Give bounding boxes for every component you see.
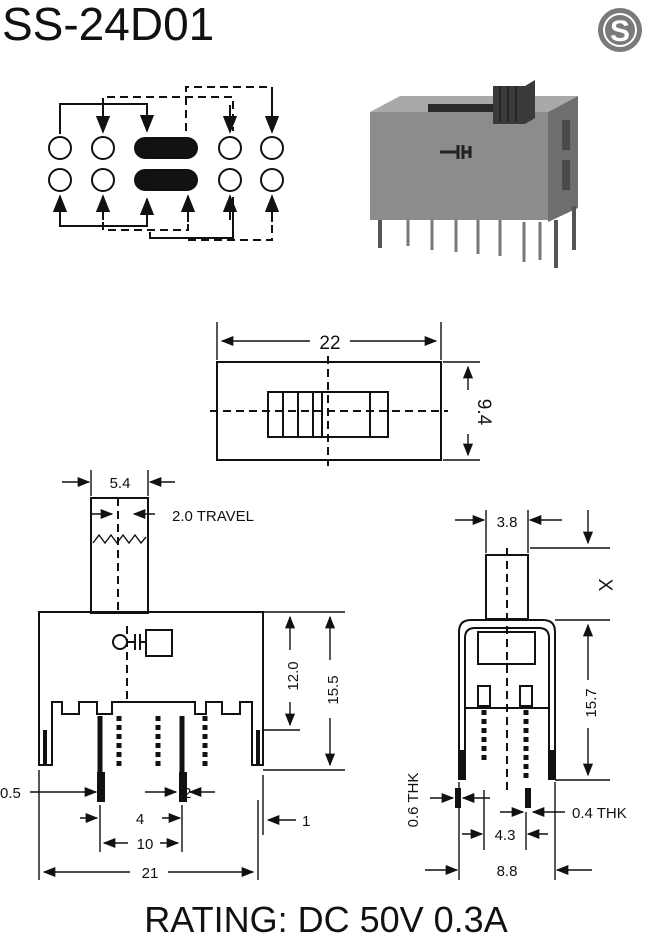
dim-5-4: 5.4	[110, 475, 131, 492]
dim-10: 10	[137, 836, 154, 853]
side-view: 3.8 X 15.7 0.6 THK 0.4 THK 4.3	[405, 510, 627, 880]
top-view: 22 9.4	[210, 322, 494, 466]
dim-15-5: 15.5	[325, 675, 342, 704]
dim-travel: 2.0 TRAVEL	[172, 508, 254, 525]
slider-contact-bottom	[134, 169, 198, 191]
dim-4: 4	[136, 811, 144, 828]
circuit-schematic	[48, 86, 284, 241]
dim-21: 21	[142, 865, 159, 882]
slider-contact-top	[134, 137, 198, 159]
rating-text: RATING: DC 50V 0.3A	[144, 899, 507, 939]
dim-0-4-thk: 0.4 THK	[572, 805, 627, 822]
dim-8-8: 8.8	[497, 863, 518, 880]
dim-3-8: 3.8	[497, 514, 518, 531]
dim-width-22: 22	[319, 333, 340, 354]
dim-x: X	[594, 579, 615, 592]
brand-logo: S	[598, 8, 642, 52]
dim-2: 2	[183, 785, 191, 802]
front-view: 5.4 2.0 TRAVEL 12.0 15.5 0.5	[0, 470, 345, 882]
dim-4-3: 4.3	[495, 827, 516, 844]
dim-1: 1	[302, 813, 310, 830]
logo-letter: S	[610, 15, 630, 48]
dim-15-7: 15.7	[583, 688, 600, 717]
dim-0-6-thk: 0.6 THK	[405, 773, 422, 828]
product-image	[370, 80, 578, 268]
dim-12-0: 12.0	[285, 661, 302, 690]
model-title: SS-24D01	[2, 0, 214, 50]
dim-height-9-4: 9.4	[473, 399, 494, 426]
dim-0-5: 0.5	[0, 785, 21, 802]
